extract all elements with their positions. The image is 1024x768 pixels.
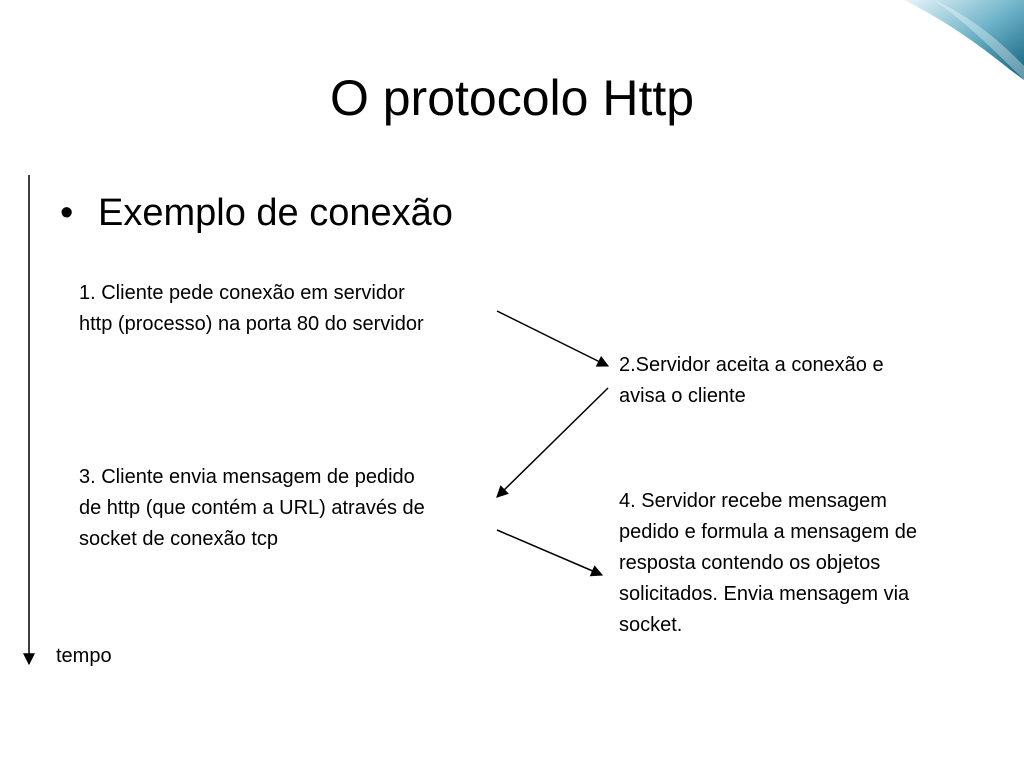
- arrow-step-1-to-2: [496, 310, 610, 367]
- arrow-step-3-to-4: [496, 529, 604, 577]
- step-4-server-response: 4. Servidor recebe mensagem pedido e for…: [619, 490, 917, 636]
- step-2-server-accept: 2.Servidor aceita a conexão e avisa o cl…: [619, 354, 884, 407]
- step-3-client-send-request: 3. Cliente envia mensagem de pedido de h…: [79, 466, 425, 550]
- bullet-item: • Exemplo de conexão: [60, 188, 453, 238]
- time-axis-label: tempo: [56, 645, 112, 667]
- bullet-text: Exemplo de conexão: [98, 192, 453, 234]
- corner-decoration: [904, 0, 1024, 80]
- arrow-step-2-to-3: [496, 387, 609, 498]
- bullet-marker: •: [60, 192, 74, 234]
- slide-title: O protocolo Http: [329, 70, 695, 126]
- step-1-client-request: 1. Cliente pede conexão em servidor http…: [79, 282, 424, 335]
